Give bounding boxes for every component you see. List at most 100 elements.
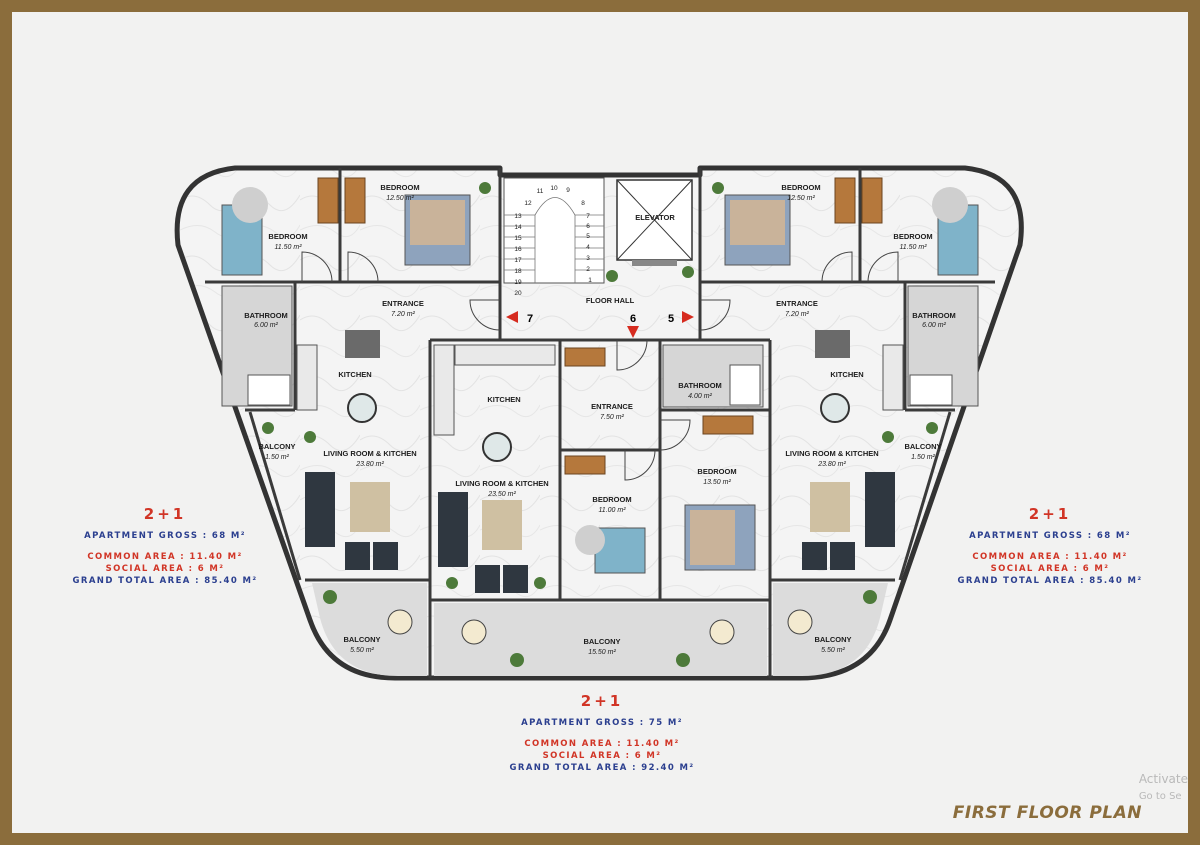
- area-balcony-side-right: 1.50 m²: [911, 454, 935, 461]
- area-bedroom-center-small: 11.00 m²: [598, 507, 626, 514]
- stair-step-16: 16: [514, 246, 522, 253]
- unit-marker-right: 5: [668, 313, 674, 325]
- label-bathroom-left: BATHROOM: [244, 311, 288, 320]
- summary-center: 2+1 APARTMENT GROSS : 75 M² COMMON AREA …: [492, 692, 712, 774]
- summary-left-gross: APARTMENT GROSS : 68 M²: [84, 531, 246, 541]
- activation-watermark: Activate Go to Se: [1139, 771, 1188, 805]
- elevator-shaft: [616, 179, 693, 266]
- unit-marker-left: 7: [527, 313, 533, 325]
- summary-left: 2+1 APARTMENT GROSS : 68 M² COMMON AREA …: [60, 505, 270, 587]
- label-living-center: LIVING ROOM & KITCHEN: [455, 479, 548, 488]
- label-bedroom-tr-main: BEDROOM: [781, 183, 820, 192]
- area-balcony-bottom-right: 5.50 m²: [821, 647, 845, 654]
- wardrobes: [317, 177, 883, 475]
- summary-left-total: GRAND TOTAL AREA : 85.40 M²: [72, 576, 258, 586]
- room-labels: BEDROOM 11.50 m² BEDROOM 12.50 m² BEDROO…: [244, 183, 956, 656]
- summary-center-gross: APARTMENT GROSS : 75 M²: [521, 718, 683, 728]
- area-balcony-side-left: 1.50 m²: [265, 454, 289, 461]
- unit-marker-right-arrow: [682, 311, 694, 323]
- label-balcony-side-right: BALCONY: [904, 442, 941, 451]
- area-entrance-right: 7.20 m²: [785, 311, 809, 318]
- watermark-line-1: Activate: [1138, 772, 1188, 786]
- stair-step-10: 10: [550, 185, 558, 192]
- balcony-floor-center: [434, 603, 767, 676]
- label-bedroom-center-main: BEDROOM: [697, 467, 736, 476]
- label-balcony-side-left: BALCONY: [258, 442, 295, 451]
- floor-plan-drawing: 7 6 5 1 2 3 4 5 6 7 8 9 10 11 12 13 14 1…: [174, 165, 1024, 681]
- label-floor-hall: FLOOR HALL: [586, 296, 635, 305]
- label-elevator: ELEVATOR: [635, 213, 675, 222]
- bathroom-fixtures: [221, 285, 979, 408]
- summary-right: 2+1 APARTMENT GROSS : 68 M² COMMON AREA …: [940, 505, 1160, 587]
- summary-right-type: 2+1: [1028, 505, 1072, 523]
- stair-step-8: 8: [581, 200, 585, 207]
- label-living-left: LIVING ROOM & KITCHEN: [323, 449, 416, 458]
- balcony-floor-left: [312, 583, 427, 676]
- summary-right-social: SOCIAL AREA : 6 M²: [990, 564, 1110, 574]
- balcony-furniture: [262, 182, 938, 667]
- area-entrance-center: 7.50 m²: [600, 414, 624, 421]
- unit-markers: 7 6 5: [506, 311, 694, 338]
- label-entrance-center: ENTRANCE: [591, 402, 633, 411]
- stair-step-13: 13: [514, 213, 522, 220]
- area-bedroom-center-main: 13.50 m²: [703, 479, 731, 486]
- label-bathroom-center: BATHROOM: [678, 381, 722, 390]
- label-balcony-bottom-right: BALCONY: [814, 635, 851, 644]
- stair-step-7: 7: [586, 213, 590, 220]
- stair-step-11: 11: [537, 188, 544, 195]
- stair-step-14: 14: [514, 224, 522, 231]
- label-bedroom-tl-main: BEDROOM: [380, 183, 419, 192]
- area-bedroom-tl-small: 11.50 m²: [274, 244, 302, 251]
- summary-left-social: SOCIAL AREA : 6 M²: [105, 564, 225, 574]
- area-living-left: 23.80 m²: [355, 461, 384, 468]
- balcony-floor-right: [773, 583, 888, 676]
- stair-step-12: 12: [524, 200, 532, 207]
- area-balcony-bottom-center: 15.50 m²: [588, 649, 616, 656]
- summary-center-type: 2+1: [580, 692, 624, 710]
- stair-step-19: 19: [514, 279, 522, 286]
- label-kitchen-left: KITCHEN: [338, 370, 371, 379]
- door-swings: [301, 251, 899, 481]
- label-living-right: LIVING ROOM & KITCHEN: [785, 449, 878, 458]
- plan-sheet: 7 6 5 1 2 3 4 5 6 7 8 9 10 11 12 13 14 1…: [12, 12, 1188, 833]
- label-balcony-bottom-left: BALCONY: [343, 635, 380, 644]
- stair-step-20: 20: [514, 290, 522, 297]
- stair-step-9: 9: [566, 187, 570, 194]
- staircase: [503, 177, 605, 284]
- summary-left-common: COMMON AREA : 11.40 M²: [87, 552, 243, 562]
- area-bedroom-tl-main: 12.50 m²: [386, 195, 414, 202]
- area-balcony-bottom-left: 5.50 m²: [350, 647, 374, 654]
- label-bedroom-tr-small: BEDROOM: [893, 232, 932, 241]
- living-furniture: [305, 472, 895, 593]
- unit-marker-center-arrow: [627, 326, 639, 338]
- area-bedroom-tr-small: 11.50 m²: [899, 244, 927, 251]
- summary-center-social: SOCIAL AREA : 6 M²: [542, 751, 662, 761]
- summary-right-gross: APARTMENT GROSS : 68 M²: [969, 531, 1131, 541]
- interior-walls: [205, 168, 995, 678]
- label-bathroom-right: BATHROOM: [912, 311, 956, 320]
- label-bedroom-tl-small: BEDROOM: [268, 232, 307, 241]
- stair-step-2: 2: [586, 266, 590, 273]
- label-entrance-left: ENTRANCE: [382, 299, 424, 308]
- summary-right-total: GRAND TOTAL AREA : 85.40 M²: [957, 576, 1143, 586]
- label-bedroom-center-small: BEDROOM: [592, 495, 631, 504]
- stair-numbers: 1 2 3 4 5 6 7 8 9 10 11 12 13 14 15 16 1…: [514, 185, 592, 297]
- area-living-right: 23.80 m²: [817, 461, 846, 468]
- stair-step-17: 17: [514, 257, 522, 264]
- watermark-line-2: Go to Se: [1138, 791, 1182, 802]
- area-entrance-left: 7.20 m²: [391, 311, 415, 318]
- bedroom-furniture: [221, 187, 979, 574]
- label-balcony-bottom-center: BALCONY: [583, 637, 620, 646]
- stair-step-4: 4: [586, 244, 590, 251]
- unit-marker-left-arrow: [506, 311, 518, 323]
- label-entrance-right: ENTRANCE: [776, 299, 818, 308]
- plan-title: FIRST FLOOR PLAN: [952, 803, 1142, 823]
- stair-step-3: 3: [586, 255, 590, 262]
- summary-left-type: 2+1: [143, 505, 187, 523]
- label-kitchen-center: KITCHEN: [487, 395, 520, 404]
- area-bathroom-center: 4.00 m²: [688, 393, 712, 400]
- unit-marker-center: 6: [630, 313, 636, 325]
- summary-right-common: COMMON AREA : 11.40 M²: [972, 552, 1128, 562]
- stair-step-1: 1: [588, 277, 592, 284]
- area-bathroom-right: 6.00 m²: [922, 322, 946, 329]
